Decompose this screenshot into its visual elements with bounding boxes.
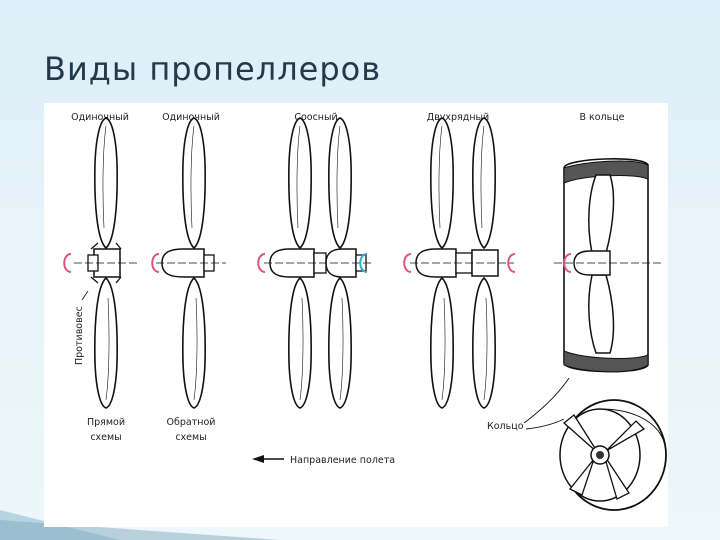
flight-direction-arrow — [252, 455, 284, 463]
propeller-single-tractor — [151, 117, 226, 409]
column-label-ducted: В кольце — [579, 112, 624, 123]
propeller-coaxial — [257, 117, 374, 409]
slide-title: Виды пропеллеров — [44, 50, 382, 88]
scheme-label-direct-line1: Прямой — [87, 417, 125, 428]
column-label-single-1: Одиночный — [71, 112, 129, 123]
scheme-label-reverse-line1: Обратной — [167, 417, 216, 428]
propeller-single-pusher — [63, 117, 138, 409]
ring-leader-line-2 — [525, 418, 565, 430]
propeller-ducted-side-view — [554, 158, 662, 373]
column-label-tandem: Двухрядный — [427, 112, 489, 123]
propeller-tandem — [403, 117, 516, 409]
propeller-types-diagram: Одиночный Одиночный Соосный Двухрядный В… — [44, 103, 668, 527]
flight-direction-label: Направление полета — [290, 455, 395, 466]
scheme-label-direct-line2: схемы — [90, 432, 121, 443]
scheme-label-reverse-line2: схемы — [175, 432, 206, 443]
counterweight-label: Противовес — [74, 306, 85, 365]
ring-label: Кольцо — [487, 421, 524, 432]
column-label-coaxial: Соосный — [294, 112, 337, 123]
propeller-ducted-perspective-view — [559, 399, 667, 511]
column-label-single-2: Одиночный — [162, 112, 220, 123]
ring-leader-line-1 — [523, 377, 570, 424]
